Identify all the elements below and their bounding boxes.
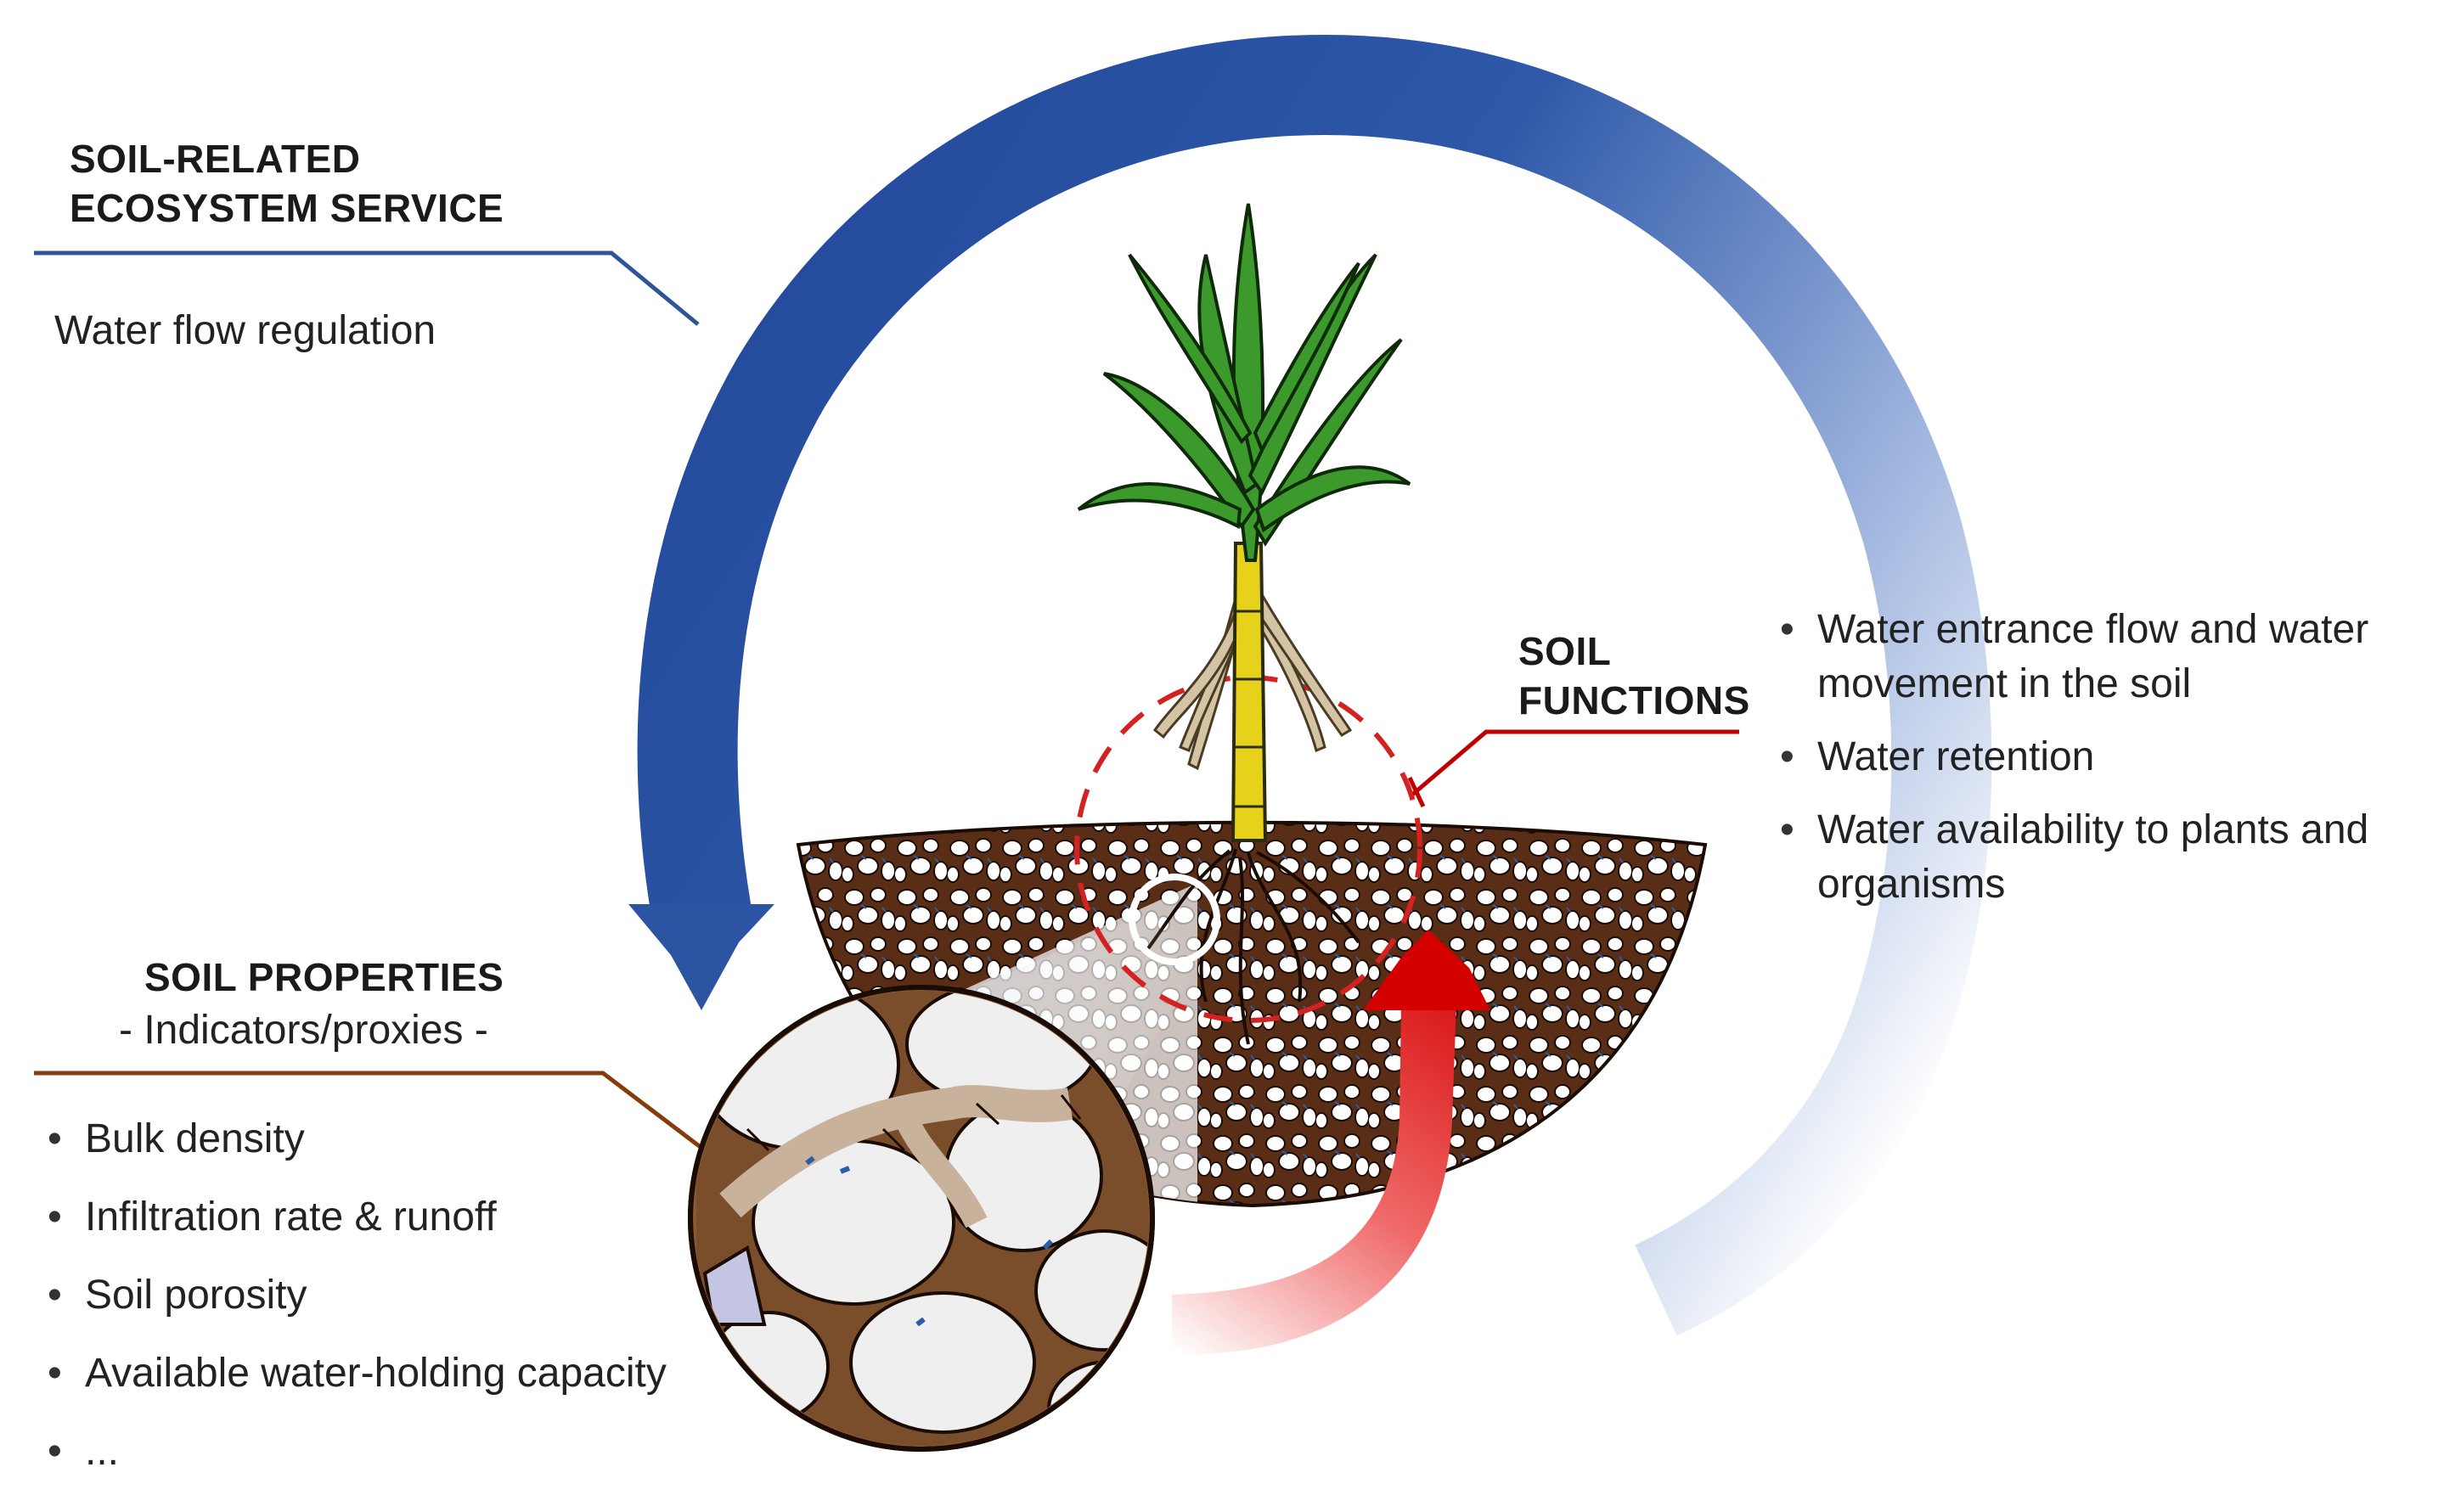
properties-connector-line xyxy=(34,1071,703,1149)
root-zone-dashed-circle xyxy=(1074,675,1422,1023)
soil-functions-heading-line2: FUNCTIONS xyxy=(1518,678,1750,722)
service-heading-line1: SOIL-RELATED xyxy=(70,137,361,181)
list-item: Soil porosity xyxy=(42,1270,667,1348)
service-connector-line xyxy=(34,250,700,326)
service-heading: SOIL-RELATED ECOSYSTEM SERVICE xyxy=(70,134,504,233)
list-item: Bulk density xyxy=(42,1114,667,1192)
soil-properties-subheading: - Indicators/proxies - xyxy=(119,1008,488,1053)
list-item: Water retention xyxy=(1775,730,2368,784)
list-item-line2: organisms xyxy=(1817,862,2006,907)
list-item: Available water-holding capacity xyxy=(42,1348,667,1426)
list-item-line1: Water availability to plants and xyxy=(1817,807,2369,852)
soil-properties-heading: SOIL PROPERTIES xyxy=(144,955,504,999)
function-arrow-icon xyxy=(1172,930,1490,1355)
functions-connector-line xyxy=(1410,729,1739,797)
soil-pore-magnifier-icon xyxy=(688,985,1155,1452)
soil-functions-heading: SOIL FUNCTIONS xyxy=(1518,627,1750,725)
soil-functions-list: Water entrance flow and water movement i… xyxy=(1775,603,2368,930)
soil-properties-list: Bulk density Infiltration rate & runoff … xyxy=(42,1114,667,1504)
service-arrow-icon xyxy=(628,34,1992,1336)
list-item-line1: Water entrance flow and water xyxy=(1817,607,2369,652)
list-item: Water availability to plants and organis… xyxy=(1775,803,2368,912)
maize-plant-icon xyxy=(1077,203,1411,842)
service-value: Water flow regulation xyxy=(54,308,436,353)
list-item-line2: movement in the soil xyxy=(1817,661,2192,706)
service-heading-line2: ECOSYSTEM SERVICE xyxy=(70,186,504,230)
list-item: Water entrance flow and water movement i… xyxy=(1775,603,2368,711)
functions-connector-tick xyxy=(1407,776,1426,808)
soil-functions-heading-line1: SOIL xyxy=(1518,629,1612,673)
list-item-line1: Water retention xyxy=(1817,734,2095,779)
list-item: Infiltration rate & runoff xyxy=(42,1192,667,1270)
sample-point-circle xyxy=(1129,874,1220,965)
list-item: ... xyxy=(42,1426,667,1504)
